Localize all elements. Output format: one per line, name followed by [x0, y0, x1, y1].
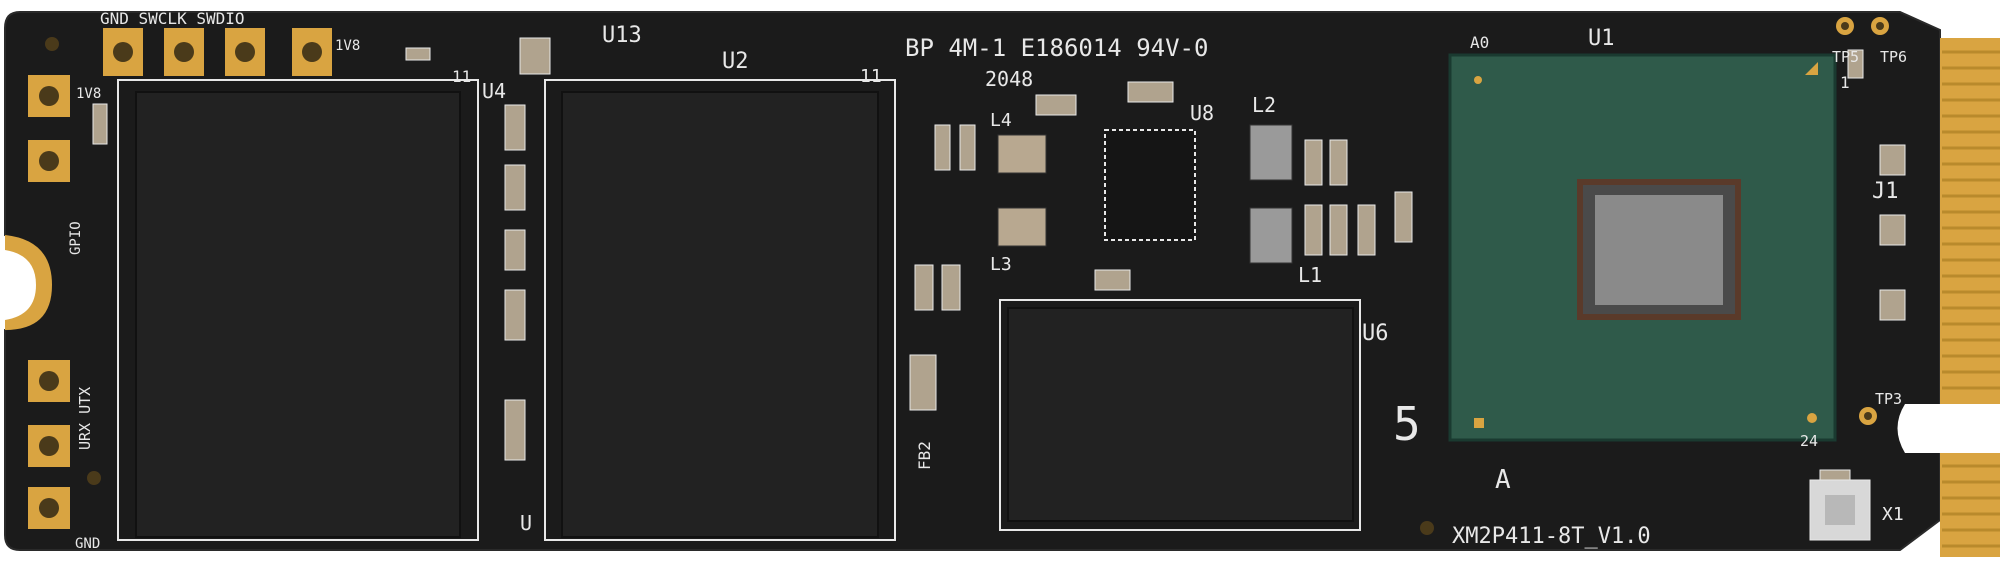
label-uart: URX UTX	[76, 387, 94, 450]
dram-chip	[999, 299, 1361, 531]
pin-1: 1	[1840, 73, 1850, 92]
letter-u: U	[520, 511, 532, 535]
label-1v8-left: 1V8	[76, 86, 101, 102]
inductors	[997, 124, 1293, 264]
pin-11-a: 11	[452, 67, 471, 86]
letter-a: A	[1495, 465, 1511, 495]
ref-u1: U1	[1588, 26, 1615, 51]
pmic-chip	[1104, 129, 1196, 241]
ref-l1: L1	[1298, 263, 1322, 287]
ref-j1: J1	[1872, 179, 1899, 204]
controller-chip	[1448, 53, 1837, 442]
debug-header-pads	[103, 28, 332, 76]
label-gnd: GND	[75, 536, 100, 552]
ref-l2: L2	[1252, 93, 1276, 117]
smd-components	[92, 37, 1906, 526]
left-test-pads	[28, 75, 70, 529]
test-points	[45, 17, 1889, 535]
model-line: XM2P411-8T_V1.0	[1452, 524, 1651, 549]
date-code: 2048	[985, 67, 1033, 91]
ref-u6: U6	[1362, 321, 1389, 346]
ref-x1: X1	[1882, 504, 1904, 525]
ref-tp6: TP6	[1880, 48, 1907, 66]
ref-l3: L3	[990, 254, 1012, 275]
crystal	[1809, 479, 1871, 541]
ref-u13: U13	[602, 23, 642, 48]
ref-u4: U4	[482, 79, 506, 103]
ref-tp5: TP5	[1832, 48, 1859, 66]
silkscreen-labels: GND SWCLK SWDIO 1V8 1V8 GPIO URX UTX GND…	[68, 9, 1907, 552]
label-1v8-top: 1V8	[335, 38, 360, 54]
ref-tp3: TP3	[1875, 390, 1902, 408]
nand-chip-2	[544, 79, 896, 541]
ref-fb2: FB2	[915, 441, 934, 470]
header-pins-label: GND SWCLK SWDIO	[100, 9, 245, 28]
ref-u2: U2	[722, 49, 749, 74]
pin-11-b: 11	[860, 66, 882, 87]
nand-chip-1	[117, 79, 479, 541]
pin-24: 24	[1800, 432, 1818, 450]
ref-u8: U8	[1190, 101, 1214, 125]
ref-l4: L4	[990, 110, 1012, 131]
big-number: 5	[1393, 397, 1421, 451]
edge-connector	[1940, 38, 2000, 557]
ref-a0: A0	[1470, 33, 1489, 52]
label-gpio: GPIO	[68, 221, 84, 255]
ul-marking: BP 4M-1 E186014 94V-0	[905, 34, 1208, 62]
